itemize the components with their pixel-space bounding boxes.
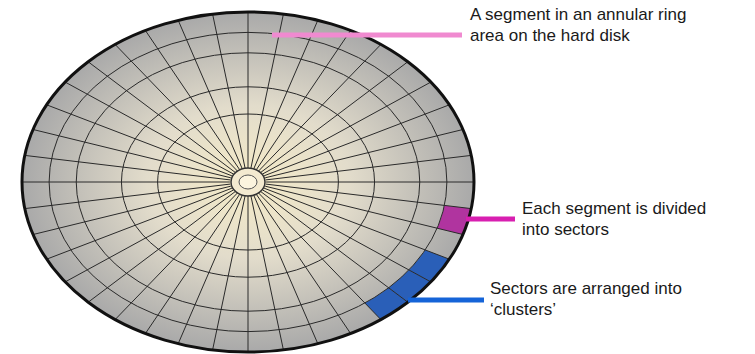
sector-line [266, 182, 474, 183]
sector-line [263, 190, 431, 282]
sector-line [254, 20, 318, 169]
sector-line [254, 195, 318, 344]
spindle-hub [231, 168, 265, 196]
sector-line [263, 82, 431, 174]
sector-line [248, 196, 249, 352]
sector-line [178, 195, 242, 344]
sector-leader-line [466, 217, 515, 222]
sector-line [115, 45, 237, 172]
sector-line [47, 188, 232, 259]
sector-line [145, 31, 239, 170]
track-ring [158, 114, 339, 250]
track-ring [121, 87, 374, 277]
spindle-hub-inner [239, 175, 257, 189]
sector-line [65, 82, 233, 174]
track-ring [76, 53, 420, 311]
segment-label: A segment in an annular ring area on the… [470, 4, 690, 46]
sector-line [261, 192, 408, 303]
sector-line [25, 155, 230, 180]
sector-lines [22, 12, 474, 352]
sector-line [88, 192, 235, 303]
sector-line [88, 62, 235, 173]
sector-line [65, 190, 233, 282]
sector-line [47, 105, 232, 176]
track-rings [49, 32, 447, 331]
sector-line [266, 155, 471, 180]
sector-line [259, 45, 381, 172]
sector-line [178, 20, 242, 169]
sector-line [25, 184, 230, 209]
sector-line [251, 195, 284, 350]
sector-line [213, 195, 246, 350]
segment-leader-line [272, 33, 462, 38]
sector-line [266, 184, 471, 209]
sector-line [256, 194, 350, 333]
sector-line [145, 194, 239, 333]
sector-line [33, 130, 231, 178]
sector-line [261, 62, 408, 173]
disk-rim [22, 12, 474, 352]
sector-label: Each segment is divided into sectors [522, 198, 722, 240]
disk-platter [22, 12, 474, 352]
sector-line [265, 130, 463, 178]
sector-line [256, 31, 350, 170]
cluster-leader-line [408, 298, 484, 303]
track-ring [49, 32, 447, 331]
sector-line [22, 182, 230, 183]
cluster-label: Sectors are arranged into ‘clusters’ [490, 278, 725, 320]
sector-line [248, 12, 249, 168]
sector-line [33, 186, 231, 234]
sector-line [259, 193, 381, 320]
sector-line [264, 188, 449, 259]
sector-line [213, 14, 246, 169]
sector-line [265, 186, 463, 234]
sector-line [264, 105, 449, 176]
sector-line [115, 193, 237, 320]
